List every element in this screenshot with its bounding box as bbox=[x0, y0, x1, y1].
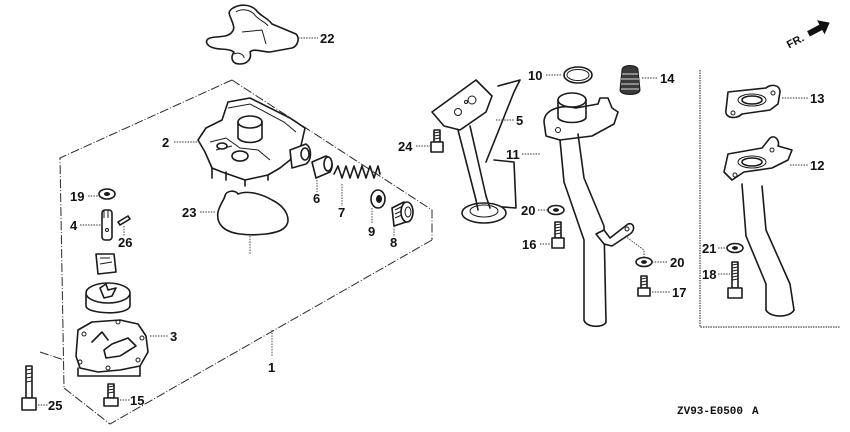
filler-pipe-gasket-13[interactable] bbox=[725, 84, 781, 119]
oil-filler-pipe-12[interactable] bbox=[723, 136, 795, 317]
callout-25[interactable]: 25 bbox=[48, 398, 62, 413]
washer-21[interactable] bbox=[726, 242, 744, 254]
callout-7[interactable]: 7 bbox=[338, 205, 345, 220]
callout-21[interactable]: 21 bbox=[702, 241, 716, 256]
oil-filler-cap-14[interactable] bbox=[619, 65, 641, 95]
flange-bolt-17[interactable] bbox=[637, 275, 651, 297]
sealing-bolt-8[interactable] bbox=[391, 201, 414, 227]
cover-gasket-23[interactable] bbox=[216, 190, 289, 236]
callout-13[interactable]: 13 bbox=[810, 91, 824, 106]
alt-parts-frame bbox=[699, 70, 840, 328]
callout-14[interactable]: 14 bbox=[660, 71, 675, 86]
diagram-code: ZV93-E0500 bbox=[677, 406, 743, 418]
relief-valve-6[interactable] bbox=[311, 155, 333, 179]
washer-19[interactable] bbox=[98, 188, 116, 200]
flange-bolt-25[interactable] bbox=[21, 365, 37, 411]
oil-filler-pipe-11[interactable] bbox=[543, 92, 635, 328]
callout-24[interactable]: 24 bbox=[398, 139, 413, 154]
callout-10[interactable]: 10 bbox=[528, 68, 542, 83]
pump-shaft-4[interactable] bbox=[101, 209, 113, 241]
callout-19[interactable]: 19 bbox=[70, 189, 84, 204]
stud-bolt-18[interactable] bbox=[727, 261, 743, 299]
pin-26[interactable] bbox=[117, 215, 131, 226]
callout-6[interactable]: 6 bbox=[313, 191, 320, 206]
sealing-washer-9[interactable] bbox=[370, 189, 386, 209]
oil-strainer-5[interactable] bbox=[431, 79, 521, 224]
oil-pump-cover-3[interactable] bbox=[75, 319, 149, 377]
front-direction-indicator: FR. bbox=[785, 20, 830, 51]
callout-18[interactable]: 18 bbox=[702, 267, 716, 282]
flange-bolt-16[interactable] bbox=[551, 221, 565, 249]
callout-15[interactable]: 15 bbox=[130, 393, 144, 408]
o-ring-10[interactable] bbox=[563, 66, 593, 84]
callout-2[interactable]: 2 bbox=[162, 135, 169, 150]
callout-5[interactable]: 5 bbox=[516, 113, 523, 128]
callout-8[interactable]: 8 bbox=[390, 235, 397, 250]
callout-26[interactable]: 26 bbox=[118, 235, 132, 250]
flange-bolt-15[interactable] bbox=[103, 383, 119, 407]
oil-pump-body-2[interactable] bbox=[197, 97, 312, 187]
flange-bolt-24[interactable] bbox=[430, 129, 444, 153]
callout-1[interactable]: 1 bbox=[268, 360, 275, 375]
callout-16[interactable]: 16 bbox=[522, 237, 536, 252]
callout-3[interactable]: 3 bbox=[170, 329, 177, 344]
relief-spring-7[interactable] bbox=[333, 165, 381, 179]
callout-9[interactable]: 9 bbox=[368, 224, 375, 239]
pump-gasket-22[interactable] bbox=[205, 4, 299, 65]
callout-4[interactable]: 4 bbox=[70, 218, 78, 233]
callout-23[interactable]: 23 bbox=[182, 205, 196, 220]
callout-12[interactable]: 12 bbox=[810, 158, 824, 173]
washer-20-b[interactable] bbox=[635, 256, 653, 268]
washer-20-a[interactable] bbox=[547, 204, 565, 216]
callout-20-a[interactable]: 20 bbox=[521, 203, 535, 218]
assembly-frame-1 bbox=[39, 79, 433, 425]
callout-17[interactable]: 17 bbox=[672, 285, 686, 300]
inner-rotor[interactable] bbox=[95, 253, 117, 275]
callout-22[interactable]: 22 bbox=[320, 31, 334, 46]
outer-rotor[interactable] bbox=[85, 282, 131, 314]
callout-20-b[interactable]: 20 bbox=[670, 255, 684, 270]
callout-11[interactable]: 11 bbox=[506, 147, 520, 162]
diagram-revision: A bbox=[752, 406, 759, 418]
front-label: FR. bbox=[785, 32, 806, 51]
front-direction-arrow-icon bbox=[807, 20, 830, 37]
